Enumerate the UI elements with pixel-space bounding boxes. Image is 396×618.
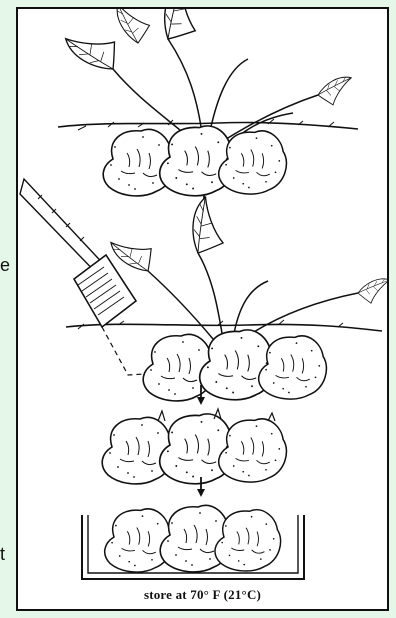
cleaned-corms-illustration (102, 409, 286, 484)
spade-icon (20, 179, 162, 375)
storage-tray-illustration (82, 505, 304, 579)
side-text-fragment-top: e (0, 255, 10, 276)
growing-plant-illustration (58, 9, 358, 196)
storage-caption: store at 70° F (21°C) (18, 587, 387, 603)
illustration-frame: store at 70° F (21°C) (16, 7, 389, 611)
illustration-drawing (18, 9, 387, 609)
side-text-fragment-bottom: t (0, 544, 5, 565)
digging-illustration (20, 179, 387, 401)
